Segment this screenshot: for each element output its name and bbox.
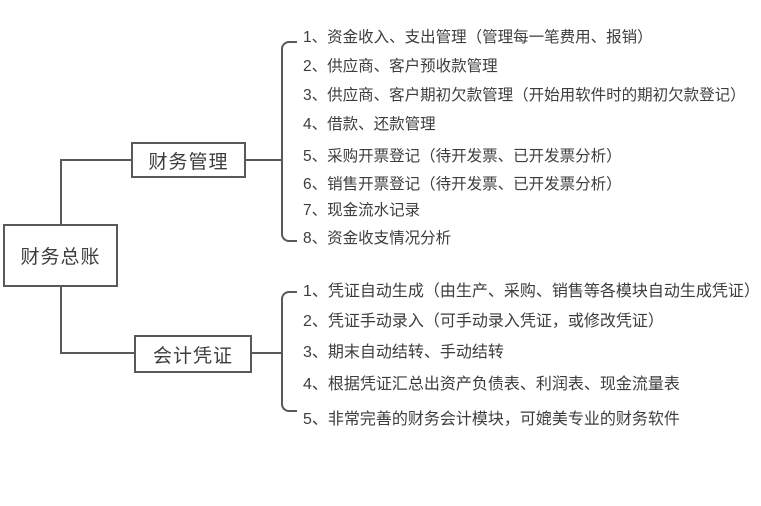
- branch1-items-bracket: [281, 41, 297, 242]
- tree-item: 5、非常完善的财务会计模块，可媲美专业的财务软件: [303, 411, 680, 428]
- root-node-general-ledger: 财务总账: [3, 224, 118, 287]
- tree-item: 8、资金收支情况分析: [303, 230, 452, 247]
- tree-item: 1、凭证自动生成（由生产、采购、销售等各模块自动生成凭证）: [303, 283, 760, 300]
- branch-node-accounting-voucher: 会计凭证: [134, 335, 252, 373]
- connector-root-to-branch2-vertical: [60, 287, 62, 354]
- tree-item: 1、资金收入、支出管理（管理每一笔费用、报销）: [303, 29, 653, 46]
- connector-root-to-branch1-vertical: [60, 159, 62, 224]
- branch2-items-bracket: [281, 291, 297, 412]
- connector-branch1-to-bracket: [246, 159, 281, 161]
- tree-item: 7、现金流水记录: [303, 202, 421, 219]
- branch-node-label: 会计凭证: [152, 345, 233, 367]
- tree-item: 4、根据凭证汇总出资产负债表、利润表、现金流量表: [303, 376, 680, 393]
- tree-item: 2、凭证手动录入（可手动录入凭证，或修改凭证）: [303, 313, 664, 330]
- tree-item: 5、采购开票登记（待开发票、已开发票分析）: [303, 148, 622, 165]
- branch-node-label: 财务管理: [148, 151, 229, 173]
- root-node-label: 财务总账: [20, 247, 101, 268]
- tree-item: 3、期末自动结转、手动结转: [303, 344, 504, 361]
- tree-item: 2、供应商、客户预收款管理: [303, 58, 498, 75]
- connector-root-to-branch1-horizontal: [60, 159, 131, 161]
- tree-item: 3、供应商、客户期初欠款管理（开始用软件时的期初欠款登记）: [303, 87, 746, 104]
- connector-branch2-to-bracket: [252, 352, 281, 354]
- connector-root-to-branch2-horizontal: [60, 352, 134, 354]
- tree-item: 4、借款、还款管理: [303, 116, 436, 133]
- tree-item: 6、销售开票登记（待开发票、已开发票分析）: [303, 176, 622, 193]
- branch-node-financial-management: 财务管理: [131, 142, 246, 178]
